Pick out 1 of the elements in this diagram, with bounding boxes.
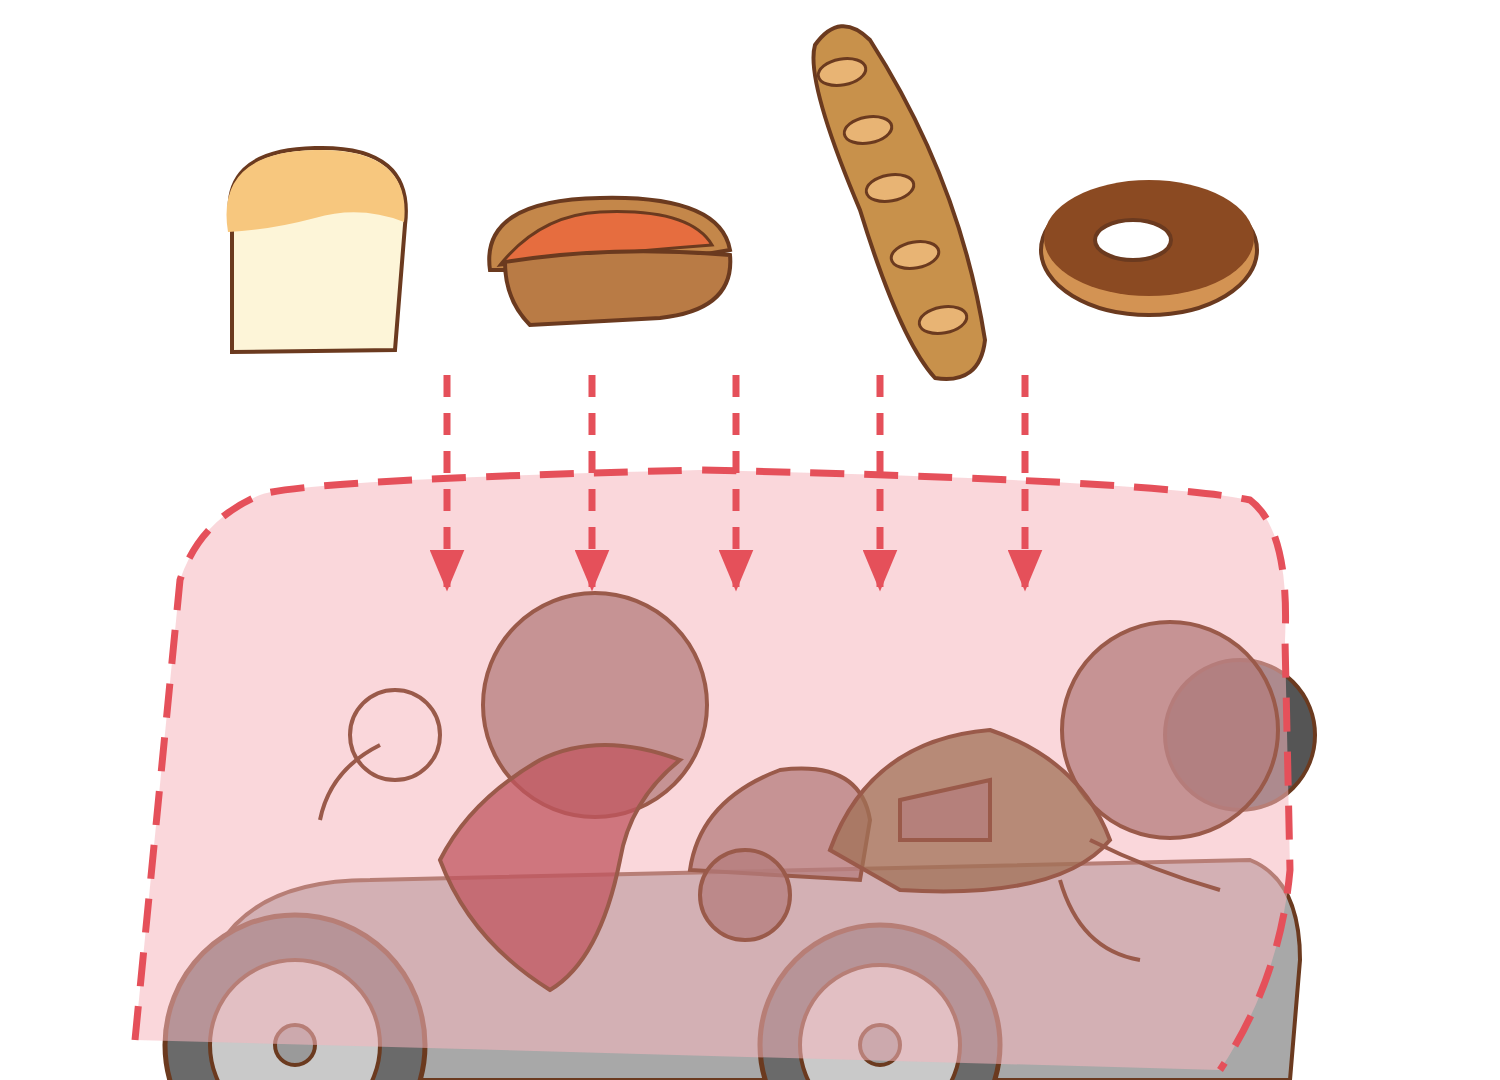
dashed-arrow [862, 375, 898, 592]
